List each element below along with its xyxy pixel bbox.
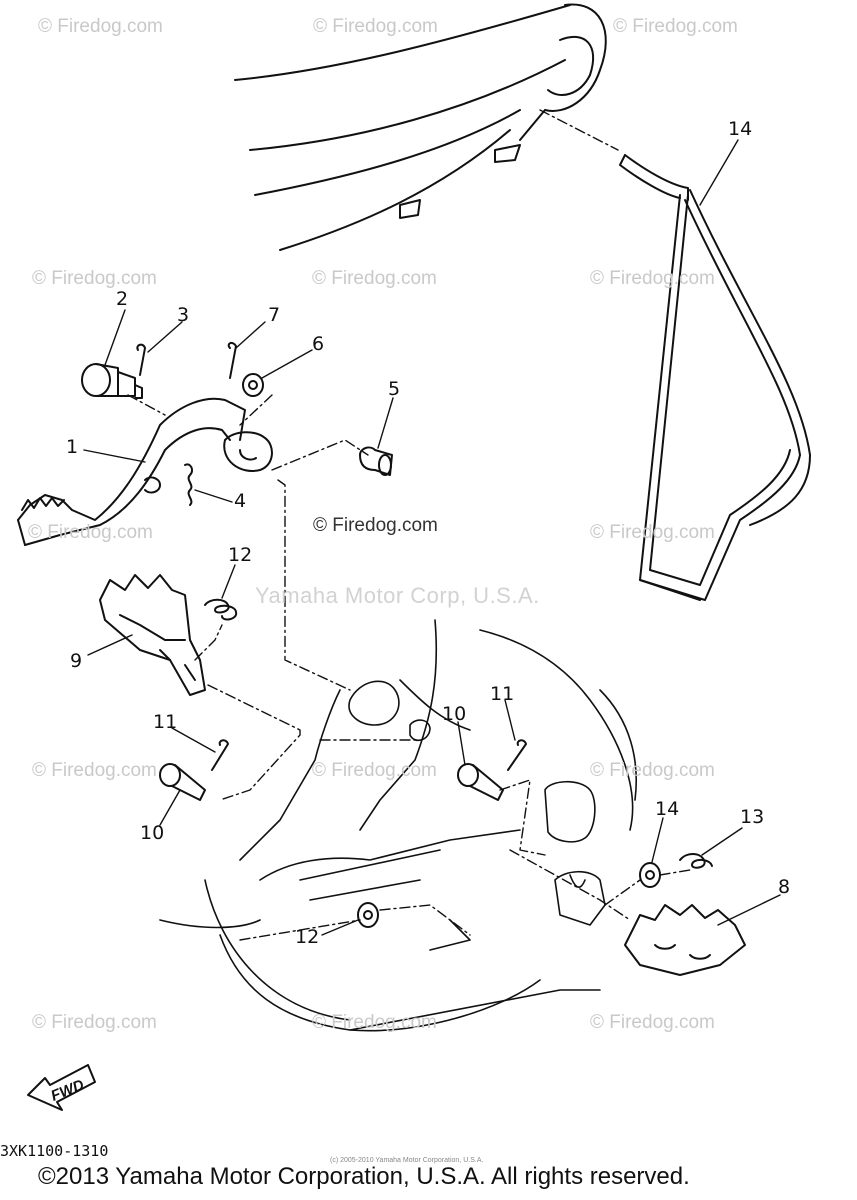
watermark: © Firedog.com <box>613 16 738 37</box>
watermark-center: © Firedog.com <box>313 515 438 536</box>
footrest-spring-right <box>679 853 713 869</box>
watermark: © Firedog.com <box>312 268 437 289</box>
pivot-shaft <box>81 363 143 399</box>
watermark: © Firedog.com <box>312 760 437 781</box>
washer-14-right <box>639 862 661 888</box>
watermark: © Firedog.com <box>312 1012 437 1033</box>
callout-3: 3 <box>177 304 190 326</box>
watermark: © Firedog.com <box>590 760 715 781</box>
watermark: © Firedog.com <box>32 760 157 781</box>
footrest-right <box>624 904 746 976</box>
callout-12-left: 12 <box>228 544 253 566</box>
callout-14-right: 14 <box>655 798 680 820</box>
cotter-pin-3 <box>136 343 146 376</box>
callout-1: 1 <box>66 436 79 458</box>
callout-5: 5 <box>388 378 401 400</box>
copyright: ©2013 Yamaha Motor Corporation, U.S.A. A… <box>38 1163 690 1190</box>
washer-14-left <box>357 902 379 928</box>
watermark: © Firedog.com <box>28 522 153 543</box>
watermark: © Firedog.com <box>38 16 163 37</box>
callout-14-left: 12 <box>295 926 320 948</box>
return-spring <box>184 463 194 506</box>
frame-outline <box>159 619 638 1032</box>
leader-lines <box>83 139 781 936</box>
callout-13: 14 <box>728 118 753 140</box>
callout-4: 4 <box>234 490 247 512</box>
watermark: © Firedog.com <box>313 16 438 37</box>
tiny-notice: (c) 2005-2010 Yamaha Motor Corporation, … <box>330 1157 484 1164</box>
brake-pedal <box>17 397 273 546</box>
alignment-lines <box>127 109 691 941</box>
watermark: © Firedog.com <box>32 1012 157 1033</box>
part-code: 3XK1100-1310 <box>0 1142 109 1160</box>
callout-2: 2 <box>116 288 129 310</box>
cotter-pin-11a <box>211 739 229 771</box>
rear-fender-outline <box>234 3 607 251</box>
fwd-label: FWD <box>48 1076 86 1105</box>
callout-9: 9 <box>70 650 83 672</box>
callout-7: 7 <box>268 304 281 326</box>
washer-6 <box>242 373 264 397</box>
watermark: © Firedog.com <box>32 268 157 289</box>
callout-8: 8 <box>778 876 791 898</box>
pin-10-right <box>457 763 504 801</box>
callout-10-right: 10 <box>442 703 467 725</box>
callout-11-right: 11 <box>490 683 515 705</box>
callout-12-right: 13 <box>740 806 765 828</box>
cotter-pin-7 <box>227 341 237 379</box>
watermark: © Firedog.com <box>590 1012 715 1033</box>
footrest-left <box>99 574 206 696</box>
watermark: © Firedog.com <box>590 268 715 289</box>
footrest-spring-left <box>204 598 238 621</box>
pin-5 <box>359 446 393 476</box>
side-stand <box>619 154 811 601</box>
watermark: © Firedog.com <box>590 522 715 543</box>
watermark-main: Yamaha Motor Corp, U.S.A. <box>255 583 540 608</box>
callout-6: 6 <box>312 333 325 355</box>
cotter-pin-11b <box>507 739 527 771</box>
callout-11-left: 11 <box>153 711 178 733</box>
fwd-arrow <box>27 1064 96 1111</box>
callout-10-left: 10 <box>140 822 165 844</box>
pin-10-left <box>159 763 206 801</box>
